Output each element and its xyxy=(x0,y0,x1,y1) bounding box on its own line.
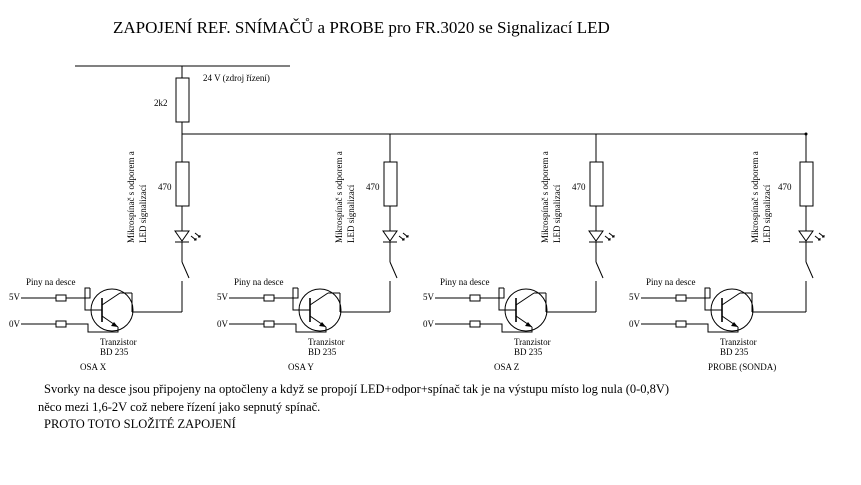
transistor-label-line2: BD 235 xyxy=(308,347,337,357)
microswitch-contact xyxy=(805,261,814,279)
note-line-1: Svorky na desce jsou připojeny na optočl… xyxy=(44,382,669,396)
note-line-3: PROTO TOTO SLOŽITÉ ZAPOJENÍ xyxy=(44,417,236,431)
base-wire xyxy=(84,287,102,311)
series-resistor-label: 470 xyxy=(366,182,380,192)
led-light-arrows-icon xyxy=(190,232,201,241)
transistor-collector-leg xyxy=(515,292,535,306)
led-symbol xyxy=(174,230,190,242)
axis-label: OSA Z xyxy=(494,362,519,372)
led-symbol xyxy=(588,230,604,242)
transistor-label-line1: Tranzistor xyxy=(308,337,345,347)
pin-5v-terminal xyxy=(675,294,687,302)
emitter-arrow-icon xyxy=(111,322,118,327)
base-wire xyxy=(498,287,516,311)
series-resistor-label: 470 xyxy=(572,182,586,192)
series-resistor-label: 470 xyxy=(158,182,172,192)
pin-5v-label: 5V xyxy=(629,292,641,302)
series-resistor-label: 470 xyxy=(778,182,792,192)
emitter-wire xyxy=(686,323,739,333)
pin-5v-label: 5V xyxy=(9,292,21,302)
pin-5v-terminal xyxy=(55,294,67,302)
base-wire xyxy=(292,287,310,311)
supply-label: 24 V (zdroj řízení) xyxy=(203,73,270,83)
transistor-label-line1: Tranzistor xyxy=(514,337,551,347)
transistor-collector-leg xyxy=(309,292,329,306)
series-resistor xyxy=(589,161,604,207)
base-lead xyxy=(66,288,91,299)
transistor-collector-leg xyxy=(101,292,121,306)
pin-0v-terminal xyxy=(263,320,275,328)
pin-5v-label: 5V xyxy=(423,292,435,302)
base-lead xyxy=(274,288,299,299)
transistor-label-line1: Tranzistor xyxy=(100,337,137,347)
transistor-label-line2: BD 235 xyxy=(100,347,129,357)
switch-label-line2: LED signalizací xyxy=(138,184,148,243)
axis-label: OSA X xyxy=(80,362,107,372)
note-line-2: něco mezi 1,6-2V což nebere řízení jako … xyxy=(38,400,320,414)
pins-label: Piny na desce xyxy=(646,277,696,287)
switch-label-line1: Mikrospínač s odporem a xyxy=(750,151,760,243)
transistor-label-line2: BD 235 xyxy=(720,347,749,357)
microswitch-contact xyxy=(181,261,190,279)
base-lead xyxy=(686,288,711,299)
switch-label-line2: LED signalizací xyxy=(552,184,562,243)
transistor-label-line1: Tranzistor xyxy=(720,337,757,347)
pin-5v-terminal xyxy=(263,294,275,302)
led-symbol xyxy=(798,230,814,242)
led-symbol xyxy=(382,230,398,242)
emitter-arrow-icon xyxy=(525,322,532,327)
pin-0v-terminal xyxy=(55,320,67,328)
emitter-wire xyxy=(66,323,119,333)
pins-label: Piny na desce xyxy=(26,277,76,287)
pin-0v-label: 0V xyxy=(217,319,229,329)
series-resistor xyxy=(383,161,398,207)
led-light-arrows-icon xyxy=(604,232,615,241)
axis-label: PROBE (SONDA) xyxy=(708,362,776,372)
switch-label-line1: Mikrospínač s odporem a xyxy=(540,151,550,243)
base-wire xyxy=(704,287,722,311)
switch-label-line1: Mikrospínač s odporem a xyxy=(126,151,136,243)
pin-5v-terminal xyxy=(469,294,481,302)
pin-0v-label: 0V xyxy=(423,319,435,329)
pins-label: Piny na desce xyxy=(440,277,490,287)
channel-probe: 470 Mikrospínač s odporem a LED signaliz… xyxy=(629,134,825,372)
pullup-resistor-label: 2k2 xyxy=(154,98,168,108)
channel-osa-z: 470 Mikrospínač s odporem a LED signaliz… xyxy=(423,134,615,372)
led-light-arrows-icon xyxy=(398,232,409,241)
emitter-arrow-icon xyxy=(731,322,738,327)
switch-label-line2: LED signalizací xyxy=(762,184,772,243)
channel-osa-x: 470 Mikrospínač s odporem a LED signaliz… xyxy=(9,134,201,372)
emitter-wire xyxy=(480,323,533,333)
emitter-wire xyxy=(274,323,327,333)
pin-0v-label: 0V xyxy=(9,319,21,329)
base-lead xyxy=(480,288,505,299)
series-resistor xyxy=(799,161,814,207)
pin-0v-label: 0V xyxy=(629,319,641,329)
supply-section: 24 V (zdroj řízení) 2k2 xyxy=(75,65,808,136)
pins-label: Piny na desce xyxy=(234,277,284,287)
emitter-arrow-icon xyxy=(319,322,326,327)
channel-osa-y: 470 Mikrospínač s odporem a LED signaliz… xyxy=(217,134,409,372)
led-light-arrows-icon xyxy=(814,232,825,241)
pin-0v-terminal xyxy=(675,320,687,328)
transistor-collector-leg xyxy=(721,292,741,306)
microswitch-contact xyxy=(595,261,604,279)
microswitch-contact xyxy=(389,261,398,279)
diagram-title: ZAPOJENÍ REF. SNÍMAČŮ a PROBE pro FR.302… xyxy=(113,18,610,37)
switch-label-line1: Mikrospínač s odporem a xyxy=(334,151,344,243)
pullup-resistor xyxy=(175,77,190,123)
series-resistor xyxy=(175,161,190,207)
pin-0v-terminal xyxy=(469,320,481,328)
transistor-label-line2: BD 235 xyxy=(514,347,543,357)
axis-label: OSA Y xyxy=(288,362,314,372)
switch-label-line2: LED signalizací xyxy=(346,184,356,243)
pin-5v-label: 5V xyxy=(217,292,229,302)
